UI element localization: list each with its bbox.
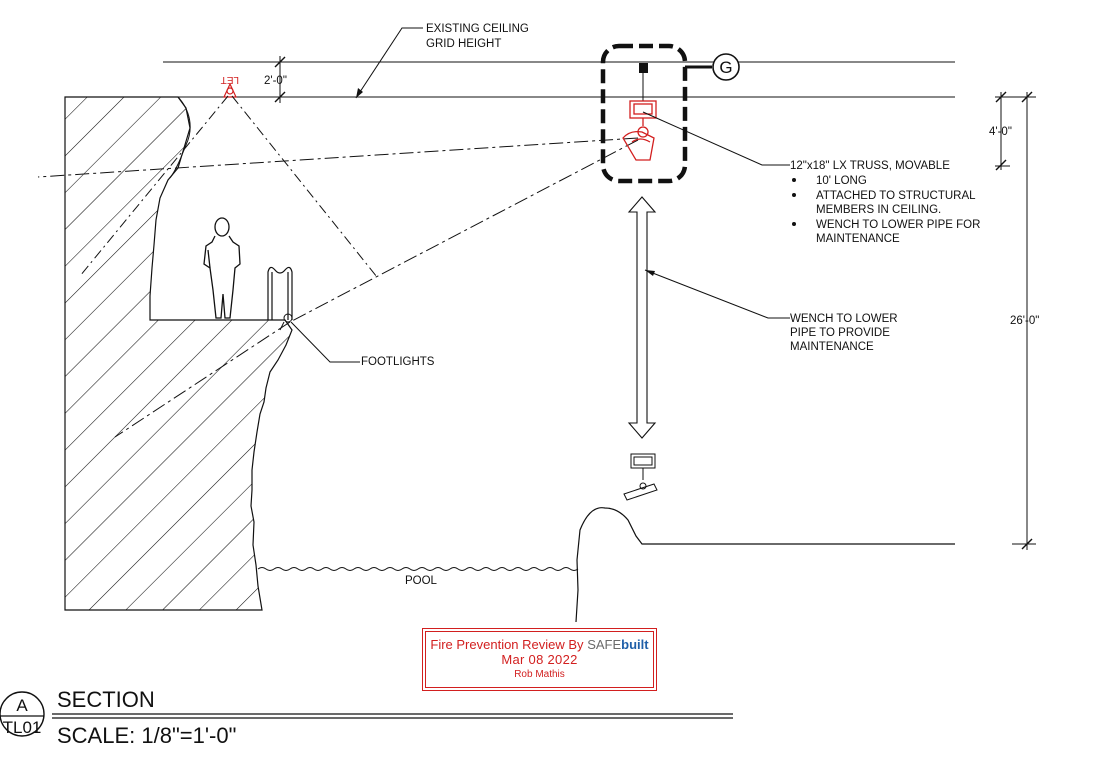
dim-2ft-label: 2'-0" bbox=[264, 75, 287, 87]
truss-bullet-2b: MEMBERS IN CEILING. bbox=[816, 204, 941, 216]
wench-leader bbox=[644, 269, 790, 319]
truss-light-fixture bbox=[622, 100, 657, 161]
section-title: SECTION bbox=[57, 687, 155, 712]
railing bbox=[267, 266, 293, 320]
stamp-logo: SAFEbuilt bbox=[587, 637, 649, 652]
dim-26ft-label: 26'-0" bbox=[1010, 315, 1039, 327]
truss-leader bbox=[642, 111, 790, 166]
ceiling-note-line1: EXISTING CEILING bbox=[426, 23, 529, 35]
ceiling-note-line2: GRID HEIGHT bbox=[426, 38, 501, 50]
lowered-fixture bbox=[623, 453, 658, 501]
wench-travel-arrow bbox=[627, 196, 657, 439]
grid-bubble bbox=[712, 53, 740, 81]
truss-bullet-1: 10' LONG bbox=[816, 175, 867, 187]
section-scale: SCALE: 1/8"=1'-0" bbox=[57, 723, 236, 748]
wench-note-2: PIPE TO PROVIDE bbox=[790, 327, 890, 339]
truss-hanger bbox=[639, 63, 648, 73]
person-silhouette bbox=[203, 217, 241, 319]
grid-bubble-label: G bbox=[719, 58, 732, 77]
truss-bullets: 10' LONG ATTACHED TO STRUCTURAL MEMBERS … bbox=[792, 175, 980, 245]
section-bubble bbox=[0, 691, 45, 737]
ceiling-note-leader bbox=[355, 27, 423, 99]
ceiling-let-fixture bbox=[223, 82, 237, 98]
review-stamp: Fire Prevention Review By SAFEbuilt Mar … bbox=[422, 628, 657, 691]
pool-water-line bbox=[257, 567, 579, 571]
stamp-reviewer: Rob Mathis bbox=[514, 669, 565, 680]
section-bubble-letter: A bbox=[16, 696, 28, 715]
truss-title: 12"x18" LX TRUSS, MOVABLE bbox=[790, 160, 950, 172]
rock-wall bbox=[64, 96, 293, 611]
dim-4ft-label: 4'-0" bbox=[989, 126, 1012, 138]
truss-bullet-2a: ATTACHED TO STRUCTURAL bbox=[816, 190, 976, 202]
pool-label: POOL bbox=[405, 575, 438, 587]
wench-note-3: MAINTENANCE bbox=[790, 341, 874, 353]
footlights-label: FOOTLIGHTS bbox=[361, 356, 435, 368]
right-rock bbox=[575, 507, 955, 623]
footlights-leader bbox=[290, 321, 360, 363]
truss-bullet-3b: MAINTENANCE bbox=[816, 233, 900, 245]
stamp-review-text: Fire Prevention Review By bbox=[430, 637, 584, 652]
truss-bullet-3a: WENCH TO LOWER PIPE FOR bbox=[816, 219, 980, 231]
wench-note-1: WENCH TO LOWER bbox=[790, 313, 898, 325]
let-tag: LET bbox=[221, 74, 239, 85]
truss-enclosure bbox=[600, 43, 688, 184]
section-bubble-sheet: TL01 bbox=[3, 718, 42, 737]
beam-ceiling-right bbox=[231, 95, 378, 278]
stamp-date: Mar 08 2022 bbox=[501, 652, 578, 667]
beam-truss-lower bbox=[289, 139, 639, 323]
footlight-fixture bbox=[279, 313, 293, 331]
stamp-line1: Fire Prevention Review By SAFEbuilt bbox=[423, 637, 656, 652]
